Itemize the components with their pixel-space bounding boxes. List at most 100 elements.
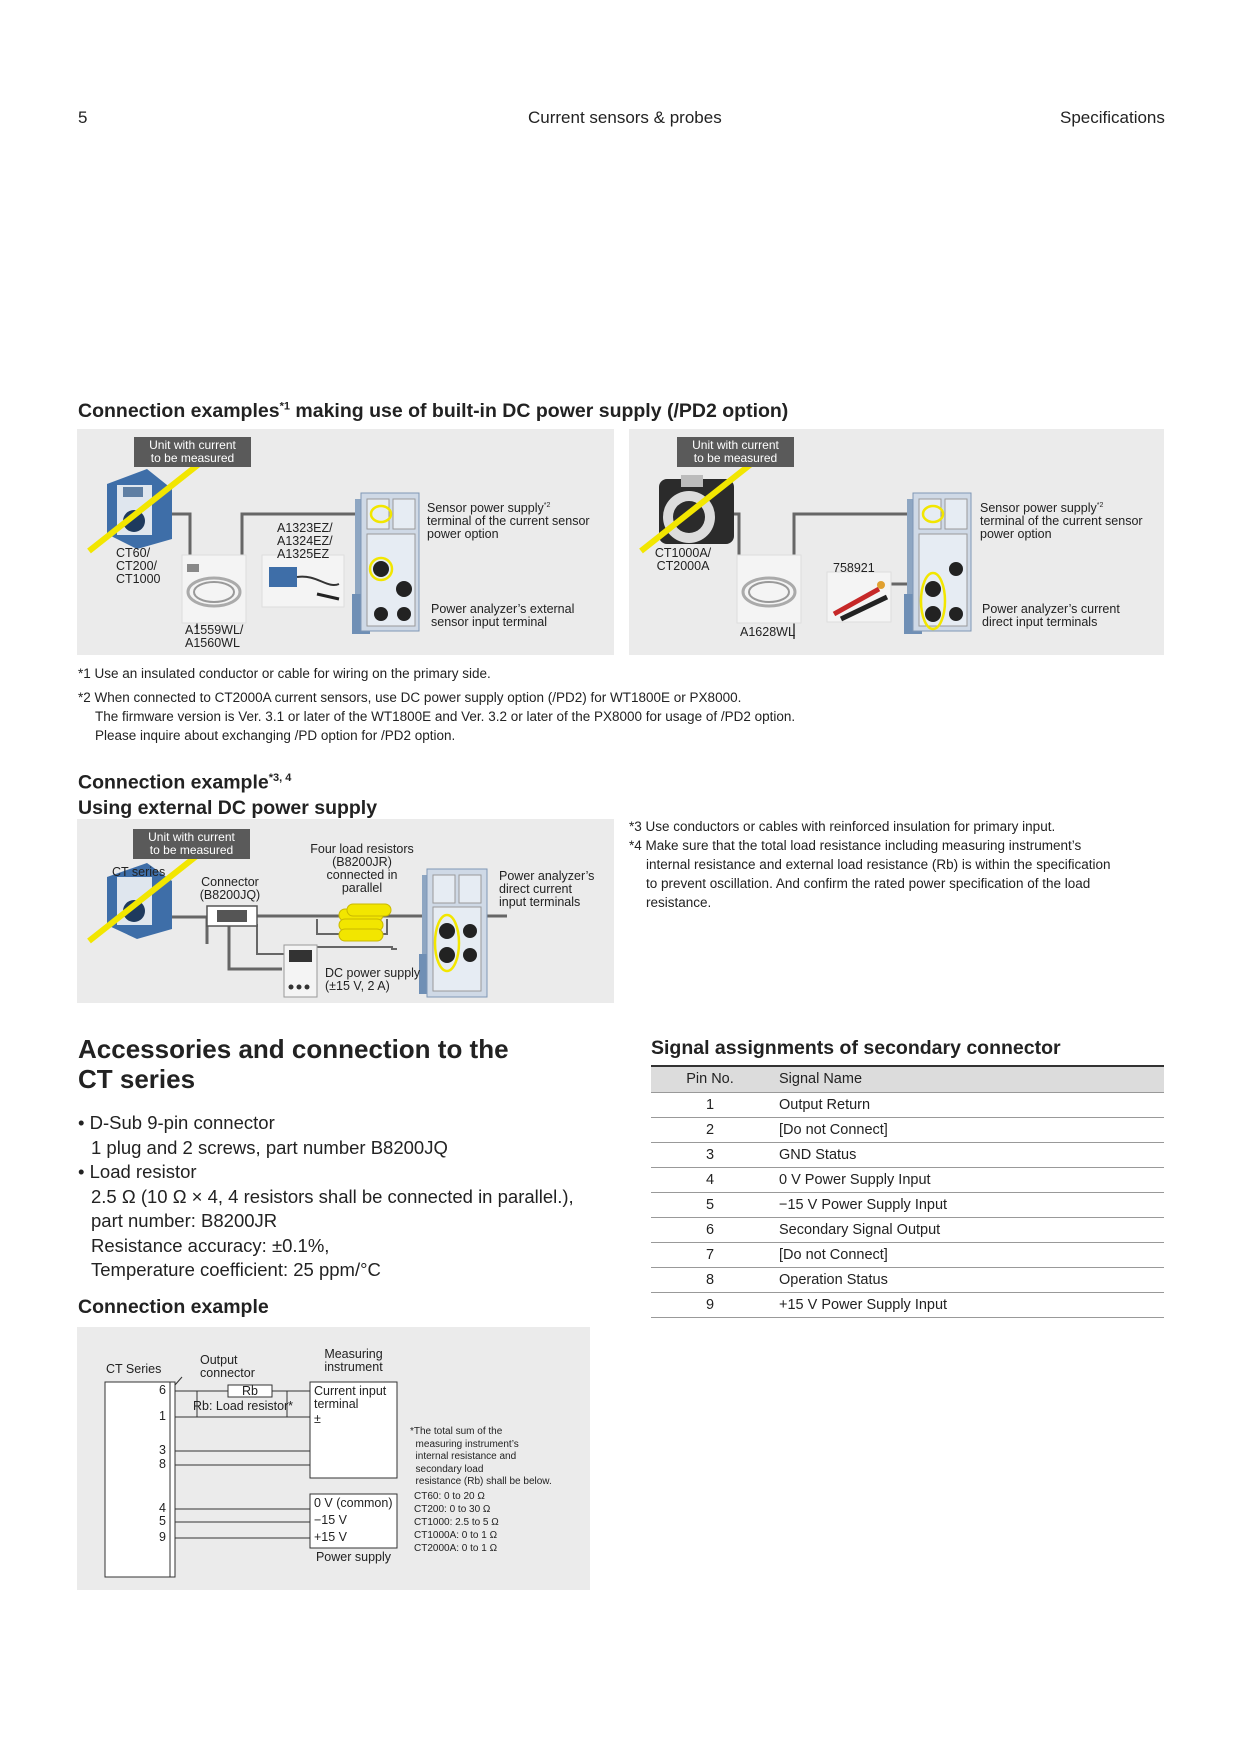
signal-cell: Operation Status bbox=[769, 1267, 1164, 1292]
table-row: 3GND Status bbox=[651, 1142, 1164, 1167]
table-row: 5−15 V Power Supply Input bbox=[651, 1192, 1164, 1217]
accessories-title: Accessories and connection to the CT ser… bbox=[78, 1034, 509, 1094]
pin-cell: 6 bbox=[651, 1217, 769, 1242]
bullet-dsub: • D-Sub 9-pin connector bbox=[78, 1111, 574, 1136]
pin-cell: 1 bbox=[651, 1092, 769, 1117]
signal-table-title: Signal assignments of secondary connecto… bbox=[651, 1037, 1061, 1060]
accessories-list: • D-Sub 9-pin connector 1 plug and 2 scr… bbox=[78, 1111, 574, 1283]
resistance-limit-ct200: CT200: 0 to 30 Ω bbox=[414, 1504, 490, 1517]
bullet-dsub-detail: 1 plug and 2 screws, part number B8200JQ bbox=[78, 1136, 574, 1161]
cable-label: A1559WL/ A1560WL bbox=[185, 624, 243, 650]
column-header-signal: Signal Name bbox=[769, 1066, 1164, 1092]
pin-cell: 7 bbox=[651, 1242, 769, 1267]
power-analyzer-icon bbox=[904, 493, 971, 634]
power-supply-label: Power supply bbox=[310, 1551, 397, 1564]
signal-cell: −15 V Power Supply Input bbox=[769, 1192, 1164, 1217]
signal-cell: Secondary Signal Output bbox=[769, 1217, 1164, 1242]
page-number: 5 bbox=[78, 108, 87, 128]
current-input-label: Current input terminal bbox=[314, 1385, 386, 1411]
pin-9: 9 bbox=[159, 1531, 166, 1544]
connection-panel-right: Unit with current to be measured CT1000A… bbox=[629, 429, 1164, 655]
pin-1: 1 bbox=[159, 1410, 166, 1423]
bullet-resistor-detail: 2.5 Ω (10 Ω × 4, 4 resistors shall be co… bbox=[78, 1185, 574, 1283]
table-row: 2[Do not Connect] bbox=[651, 1117, 1164, 1142]
direct-input-label: Power analyzer’s direct current input te… bbox=[499, 870, 594, 909]
bullet-resistor: • Load resistor bbox=[78, 1160, 574, 1185]
dc-power-supply-icon bbox=[284, 945, 317, 997]
adapter-icon bbox=[262, 555, 344, 607]
pin-cell: 2 bbox=[651, 1117, 769, 1142]
plus-minus-label: ± bbox=[314, 1413, 321, 1426]
cable-label: A1628WL bbox=[740, 626, 795, 639]
output-connector-label: Output connector bbox=[200, 1354, 255, 1380]
supply-plus15v: +15 V bbox=[314, 1531, 347, 1544]
wiring-title: Connection example bbox=[78, 1296, 269, 1319]
pin-5: 5 bbox=[159, 1515, 166, 1528]
signal-cell: +15 V Power Supply Input bbox=[769, 1292, 1164, 1317]
resistance-limit-ct1000a: CT1000A: 0 to 1 Ω bbox=[414, 1530, 497, 1543]
ct1000a-label: CT1000A/ CT2000A bbox=[653, 547, 713, 573]
supply-minus15v: −15 V bbox=[314, 1514, 347, 1527]
section1-title: Connection examples*1 making use of buil… bbox=[78, 400, 788, 423]
direct-input-label: Power analyzer’s current direct input te… bbox=[982, 603, 1120, 629]
resistance-limit-ct1000: CT1000: 2.5 to 5 Ω bbox=[414, 1517, 499, 1530]
dc-supply-label: DC power supply (±15 V, 2 A) bbox=[325, 967, 420, 993]
header-center-title: Current sensors & probes bbox=[528, 108, 722, 128]
test-leads-icon bbox=[827, 572, 891, 622]
sensor-power-terminal-label: Sensor power supply*2 terminal of the cu… bbox=[980, 499, 1143, 541]
rb-label: Rb bbox=[228, 1385, 272, 1398]
note-4: *4 Make sure that the total load resista… bbox=[629, 836, 1110, 912]
resistance-note: *The total sum of the measuring instrume… bbox=[410, 1426, 552, 1489]
header-right-title: Specifications bbox=[1060, 108, 1165, 128]
wiring-panel: CT Series Output connector Measuring ins… bbox=[77, 1327, 590, 1590]
rb-description: Rb: Load resistor* bbox=[193, 1400, 293, 1413]
signal-cell: [Do not Connect] bbox=[769, 1117, 1164, 1142]
measuring-instrument-label: Measuring instrument bbox=[310, 1348, 397, 1374]
cable-icon bbox=[182, 555, 246, 623]
section2-title: Connection example*3, 4 Using external D… bbox=[78, 766, 377, 821]
load-resistor-label: Four load resistors (B8200JR) connected … bbox=[302, 843, 422, 895]
unit-tag-right: Unit with current to be measured bbox=[677, 437, 794, 467]
column-header-pin: Pin No. bbox=[651, 1066, 769, 1092]
load-resistors-icon bbox=[339, 904, 391, 941]
note-3: *3 Use conductors or cables with reinfor… bbox=[629, 817, 1055, 836]
ct-series-label: CT Series bbox=[106, 1363, 161, 1376]
resistance-limit-ct2000a: CT2000A: 0 to 1 Ω bbox=[414, 1543, 497, 1556]
pin-cell: 3 bbox=[651, 1142, 769, 1167]
pin-cell: 9 bbox=[651, 1292, 769, 1317]
leads-label: 758921 bbox=[833, 562, 875, 575]
table-row: 7[Do not Connect] bbox=[651, 1242, 1164, 1267]
connection-panel-left: Unit with current to be measured CT60/ C… bbox=[77, 429, 614, 655]
footnote-2: *2 When connected to CT2000A current sen… bbox=[78, 688, 741, 707]
adapter-label: A1323EZ/ A1324EZ/ A1325EZ bbox=[277, 522, 333, 561]
ct60-label: CT60/ CT200/ CT1000 bbox=[116, 547, 160, 586]
table-header-row: Pin No. Signal Name bbox=[651, 1066, 1164, 1092]
footnote-2-line2: The firmware version is Ver. 3.1 or late… bbox=[95, 707, 795, 726]
ct-series-label: CT series bbox=[112, 866, 165, 879]
footnote-1: *1 Use an insulated conductor or cable f… bbox=[78, 664, 491, 683]
pin-cell: 5 bbox=[651, 1192, 769, 1217]
table-row: 9+15 V Power Supply Input bbox=[651, 1292, 1164, 1317]
signal-cell: Output Return bbox=[769, 1092, 1164, 1117]
pin-6: 6 bbox=[159, 1384, 166, 1397]
unit-tag-external: Unit with current to be measured bbox=[133, 829, 250, 859]
signal-cell: [Do not Connect] bbox=[769, 1242, 1164, 1267]
pin-cell: 8 bbox=[651, 1267, 769, 1292]
sensor-power-terminal-label: Sensor power supply*2 terminal of the cu… bbox=[427, 499, 590, 541]
unit-tag-left: Unit with current to be measured bbox=[134, 437, 251, 467]
connector-label: Connector (B8200JQ) bbox=[195, 876, 265, 902]
external-supply-panel: Unit with current to be measured CT seri… bbox=[77, 819, 614, 1003]
cable-icon bbox=[737, 555, 801, 623]
footnote-2-line3: Please inquire about exchanging /PD opti… bbox=[95, 726, 455, 745]
pin-8: 8 bbox=[159, 1458, 166, 1471]
external-sensor-input-label: Power analyzer’s external sensor input t… bbox=[431, 603, 574, 629]
supply-0v: 0 V (common) bbox=[314, 1497, 393, 1510]
pin-cell: 4 bbox=[651, 1167, 769, 1192]
signal-cell: GND Status bbox=[769, 1142, 1164, 1167]
connector-icon bbox=[207, 906, 257, 926]
